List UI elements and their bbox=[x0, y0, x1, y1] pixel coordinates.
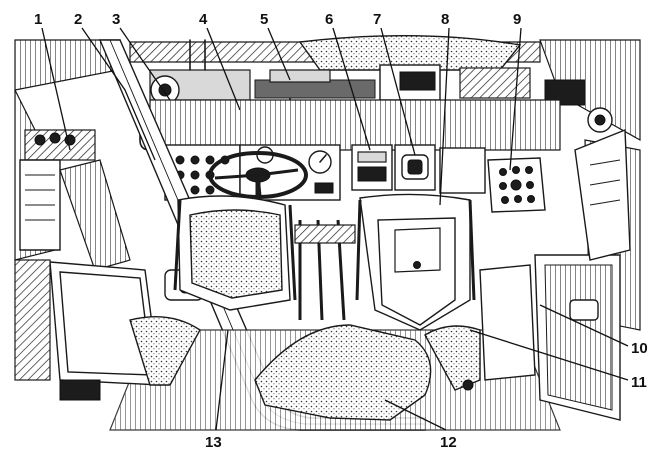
driver-seat bbox=[173, 195, 297, 311]
callout-7: 7 bbox=[373, 11, 381, 28]
steering-wheel bbox=[208, 151, 308, 210]
callout-labels: 1 2 3 4 5 6 7 8 9 10 11 12 13 bbox=[34, 11, 648, 451]
leader-13 bbox=[215, 329, 229, 431]
callout-13: 13 bbox=[205, 434, 222, 451]
leader-4 bbox=[206, 27, 241, 111]
leader-1 bbox=[41, 27, 71, 151]
left-seat bbox=[14, 259, 201, 401]
leader-8 bbox=[439, 27, 450, 206]
callout-3: 3 bbox=[112, 11, 120, 28]
callout-12: 12 bbox=[440, 434, 457, 451]
callout-5: 5 bbox=[260, 11, 268, 28]
callout-4: 4 bbox=[199, 11, 208, 28]
leader-lines bbox=[41, 27, 629, 431]
callout-11: 11 bbox=[631, 374, 647, 391]
folding-seat-cushion bbox=[254, 324, 432, 421]
callout-2: 2 bbox=[74, 11, 82, 28]
leader-5 bbox=[267, 27, 291, 81]
leader-6 bbox=[332, 27, 371, 151]
callout-9: 9 bbox=[513, 11, 521, 28]
leader-7 bbox=[380, 27, 416, 156]
leader-11 bbox=[469, 329, 629, 381]
callout-6: 6 bbox=[325, 11, 333, 28]
callout-8: 8 bbox=[441, 11, 449, 28]
commander-seat bbox=[355, 193, 476, 331]
leader-9 bbox=[509, 27, 522, 171]
callout-1: 1 bbox=[34, 11, 42, 28]
leader-12 bbox=[384, 399, 447, 431]
leader-2 bbox=[81, 27, 156, 161]
leader-10 bbox=[539, 304, 629, 347]
dashboard bbox=[149, 99, 561, 213]
right-seat bbox=[424, 264, 536, 391]
right-hatch bbox=[534, 107, 631, 421]
callout-10: 10 bbox=[631, 340, 648, 357]
leader-3 bbox=[119, 27, 171, 101]
